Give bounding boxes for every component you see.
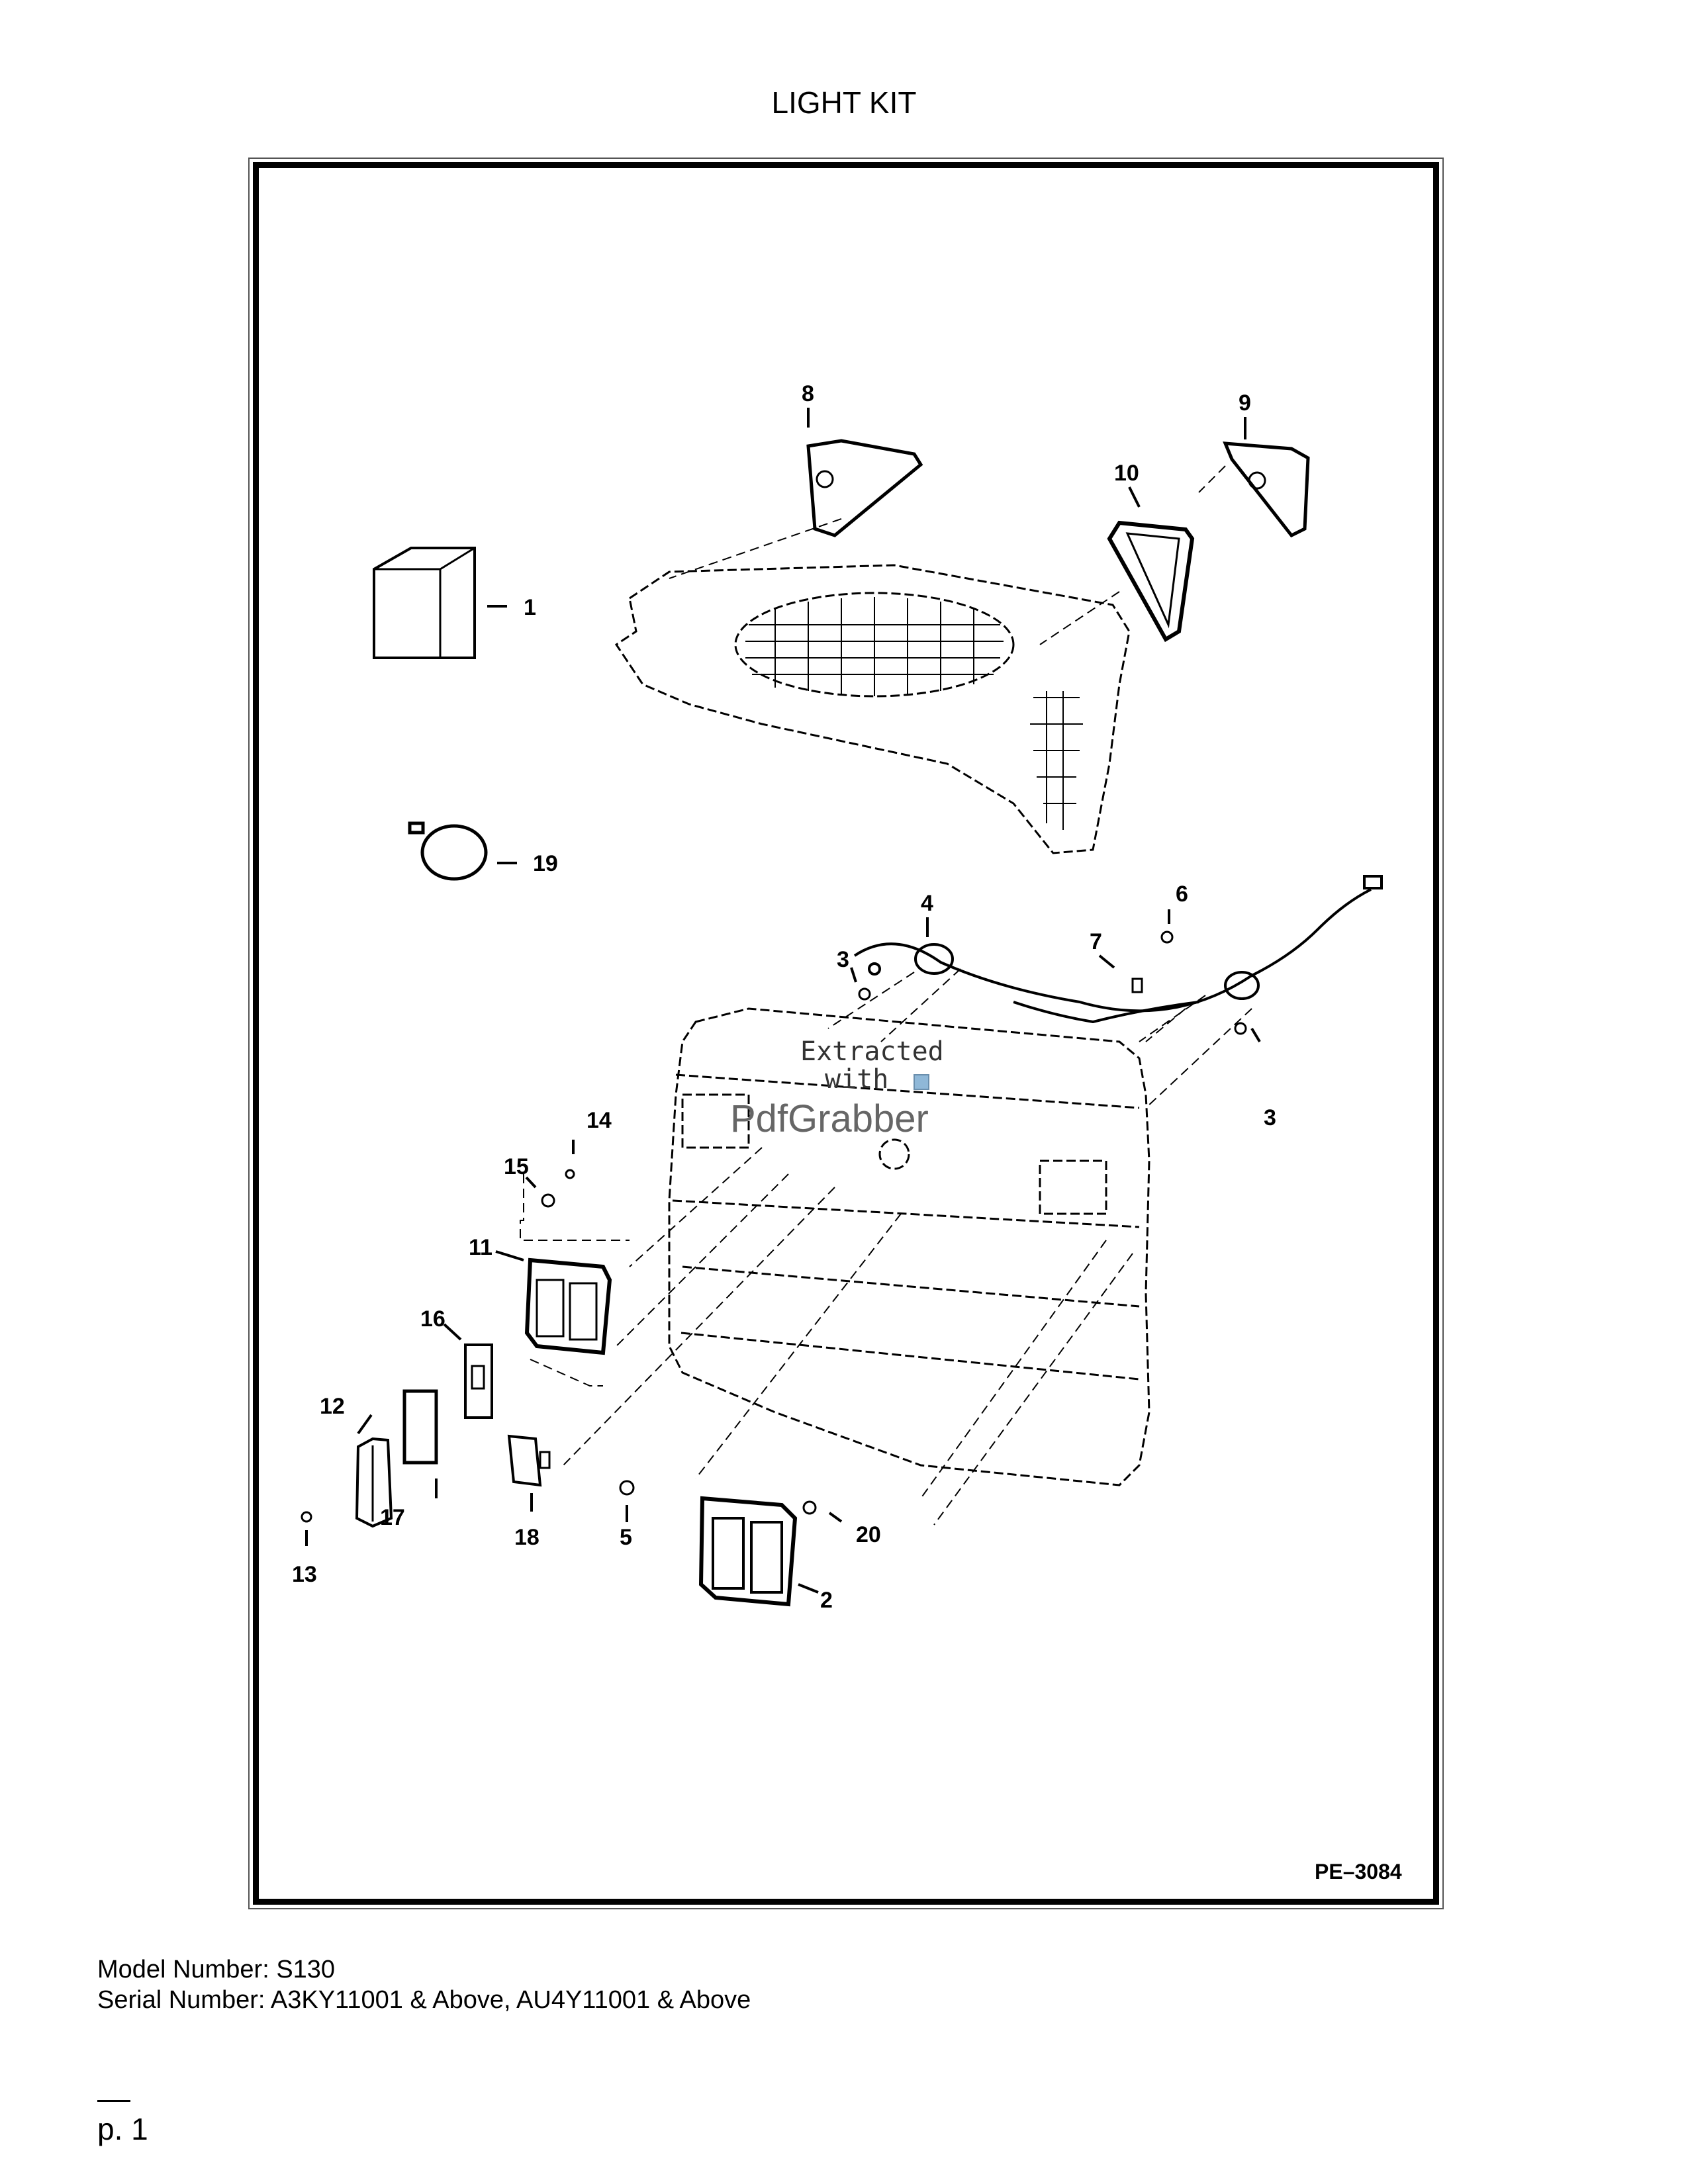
page-title: LIGHT KIT (771, 85, 917, 120)
part-18-rocker-switch (507, 1434, 551, 1487)
callout-18: 18 (514, 1525, 539, 1550)
part-9-light (1223, 441, 1310, 538)
watermark: Extracted with PdfGrabber (730, 1036, 944, 1140)
callout-2: 2 (820, 1588, 833, 1613)
watermark-line1: Extracted (800, 1036, 944, 1067)
part-11-switch-bezel (524, 1257, 612, 1355)
callout-7: 7 (1090, 929, 1102, 954)
part-17-nut (541, 1193, 555, 1208)
callout-19: 19 (533, 851, 558, 876)
callout-3-right: 3 (1264, 1105, 1276, 1130)
callout-17: 17 (380, 1505, 405, 1530)
callout-6: 6 (1176, 882, 1188, 907)
part-2-switch-panel (698, 1496, 798, 1607)
figure-id: PE–3084 (1315, 1860, 1402, 1884)
callout-4: 4 (921, 891, 933, 916)
page-number: p. 1 (97, 2112, 148, 2146)
part-1-box (373, 547, 476, 659)
assembly-leader-lines (520, 465, 1252, 1525)
part-13-screw (301, 1511, 312, 1523)
part-14-screw (565, 1169, 575, 1179)
part-20-nut (802, 1500, 817, 1515)
callout-16: 16 (420, 1306, 445, 1332)
part-3-grommet-right (1234, 1022, 1247, 1035)
hardware-items (301, 931, 1247, 1523)
callout-8: 8 (802, 381, 814, 406)
callout-5: 5 (620, 1525, 632, 1550)
callout-3-left: 3 (837, 947, 849, 972)
callout-12: 12 (320, 1394, 345, 1419)
watermark-logo-icon (914, 1074, 929, 1090)
footer-rule (97, 2100, 130, 2102)
canopy-grille (745, 597, 1083, 830)
callout-9: 9 (1239, 390, 1251, 416)
watermark-line2: with (825, 1064, 888, 1095)
part-16-bracket (464, 1343, 493, 1419)
model-number: Model Number: S130 (97, 1956, 336, 1983)
callout-20: 20 (856, 1522, 881, 1547)
part-19-cable-tie (408, 821, 488, 881)
rear-panel (668, 1007, 1150, 1486)
callout-15: 15 (504, 1154, 529, 1179)
part-10-gasket (1107, 520, 1195, 643)
diagram-frame (253, 162, 1439, 1905)
callout-1: 1 (524, 595, 536, 620)
callout-10: 10 (1114, 461, 1139, 486)
part-8-light (806, 439, 923, 537)
callout-14: 14 (586, 1108, 612, 1133)
diagram-frame-outer (248, 158, 1444, 1909)
part-15-gasket (402, 1389, 438, 1465)
callout-11: 11 (469, 1235, 492, 1260)
part-6-nut (1160, 931, 1174, 944)
watermark-brand: PdfGrabber (730, 1097, 929, 1140)
serial-number: Serial Number: A3KY11001 & Above, AU4Y11… (97, 1986, 751, 2014)
exploded-parts-diagram: Extracted with PdfGrabber 1 2 3 3 4 5 6 … (292, 381, 1402, 1884)
part-12-switch (355, 1437, 393, 1528)
part-3-grommet-left (858, 987, 871, 1001)
canopy-assembly (614, 564, 1131, 854)
callout-13: 13 (292, 1562, 317, 1587)
part-4-harness (853, 875, 1383, 1024)
part-5-grommet (619, 1480, 635, 1496)
part-7-clip (1131, 978, 1143, 993)
callout-labels: 1 2 3 3 4 5 6 7 8 9 10 11 12 13 14 15 16… (292, 381, 1276, 1613)
callout-leaders (305, 408, 1261, 1594)
